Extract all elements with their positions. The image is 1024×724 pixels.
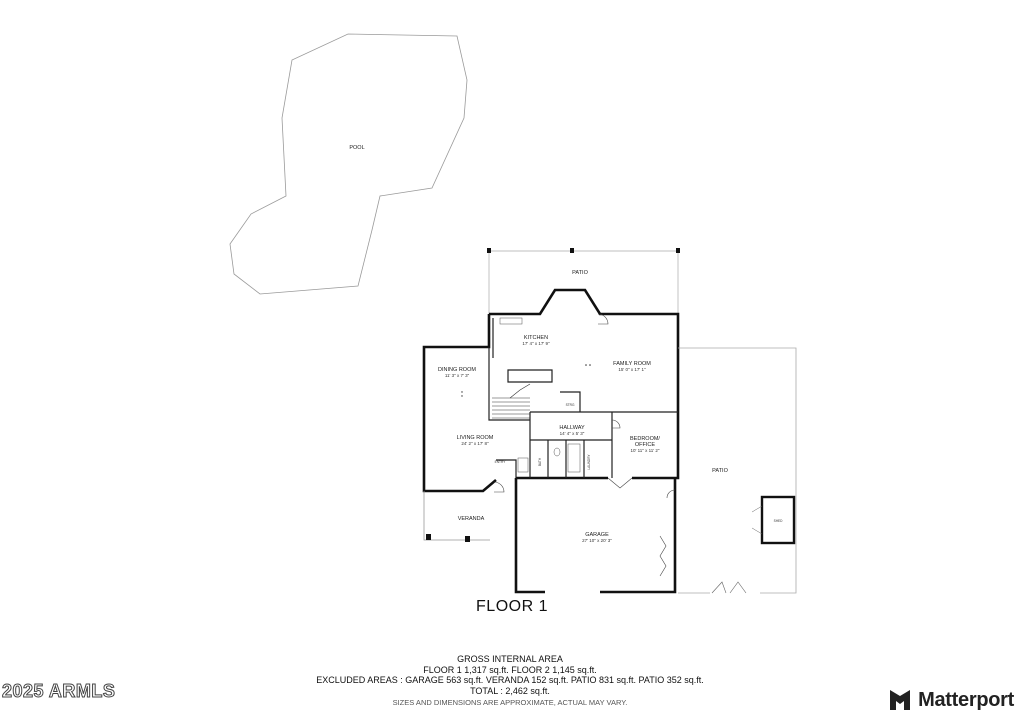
family-room-label: FAMILY ROOM <box>613 361 651 367</box>
shed-outline <box>760 495 796 545</box>
shed-label: SHED <box>774 519 784 523</box>
fixtures <box>499 317 581 473</box>
brand-name: Matterport <box>918 688 1014 711</box>
garage-label: GARAGE <box>585 532 609 538</box>
living-room-label: LIVING ROOM <box>457 435 494 441</box>
top-patio-outline <box>488 250 679 314</box>
laundry-label: LAUNDRY <box>587 454 591 470</box>
armls-watermark: 2025 ARMLS <box>1 681 116 702</box>
summary-disclaimer: SIZES AND DIMENSIONS ARE APPROXIMATE, AC… <box>392 698 628 707</box>
doors <box>493 313 676 577</box>
brand: Matterport <box>888 687 1014 713</box>
pool-outline <box>229 33 468 295</box>
stairs <box>492 383 531 419</box>
kitchen-dims: 17' 4" x 17' 9" <box>522 341 550 346</box>
family-room-dims: 15' 0" x 17' 1" <box>618 367 646 372</box>
entry-label: ENTRY <box>495 460 507 464</box>
matterport-logo-icon <box>890 690 911 710</box>
storage-label: STRG <box>566 403 575 407</box>
bathroom-label: BATH <box>538 457 542 466</box>
area-summary: GROSS INTERNAL AREA FLOOR 1 1,317 sq.ft.… <box>300 654 720 709</box>
pool-label: POOL <box>349 145 364 151</box>
summary-heading: GROSS INTERNAL AREA <box>457 654 563 664</box>
right-patio-outline <box>678 347 797 594</box>
bedroom-dims: 10' 11" x 11' 2" <box>630 448 659 453</box>
interior-walls <box>488 318 678 478</box>
summary-excluded: EXCLUDED AREAS : GARAGE 563 sq.ft. VERAN… <box>316 675 704 685</box>
dining-room-dims: 11' 3" x 7' 3" <box>445 373 470 378</box>
veranda-label: VERANDA <box>458 516 485 522</box>
kitchen-label: KITCHEN <box>524 335 548 341</box>
dining-room-label: DINING ROOM <box>438 367 476 373</box>
living-room-dims: 24' 2" x 17' 8" <box>461 441 489 446</box>
hallway-label: HALLWAY <box>559 425 585 431</box>
bedroom-label-1: BEDROOM/ <box>630 436 660 442</box>
summary-floors: FLOOR 1 1,317 sq.ft. FLOOR 2 1,145 sq.ft… <box>423 664 597 675</box>
garage-dims: 27' 10" x 20' 3" <box>582 538 612 543</box>
summary-total: TOTAL : 2,462 sq.ft. <box>470 685 550 696</box>
floor-title: FLOOR 1 <box>476 598 548 615</box>
right-patio-label: PATIO <box>712 468 728 474</box>
bedroom-label-2: OFFICE <box>635 442 655 448</box>
top-patio-label: PATIO <box>572 270 588 276</box>
hallway-dims: 14' 4" x 5' 3" <box>560 431 585 436</box>
exterior-walls <box>422 288 680 594</box>
